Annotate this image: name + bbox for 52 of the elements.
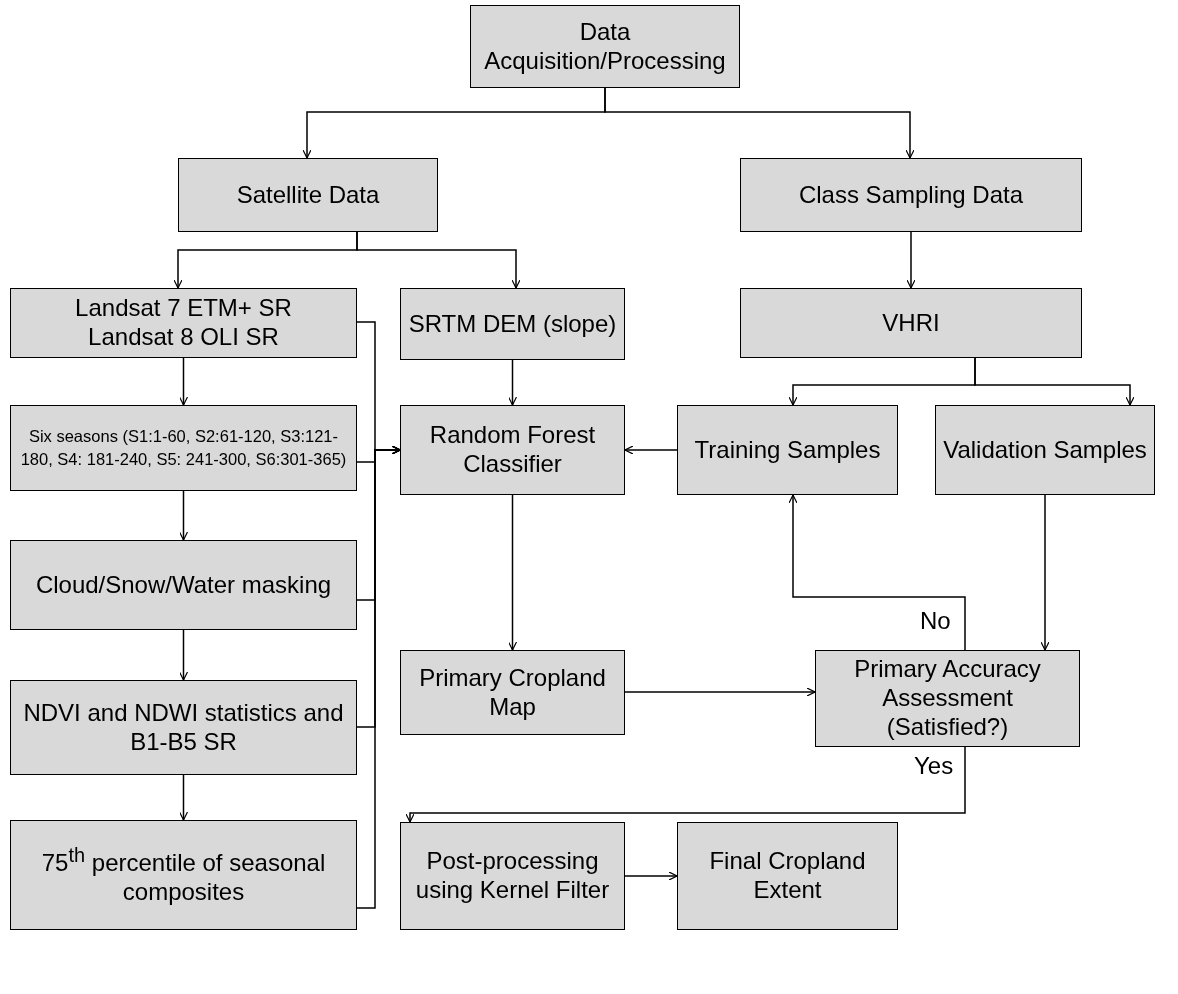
arrow (405, 746, 966, 823)
box-text: Primary Accuracy Assessment (Satisfied?) (853, 655, 1042, 742)
box-text: Landsat 8 OLI SR (88, 323, 279, 352)
box-text: Final Cropland Extent (708, 847, 867, 905)
arrow (604, 87, 915, 159)
process-box (935, 405, 1155, 495)
process-box (677, 822, 898, 930)
process-box (400, 288, 625, 360)
arrow (178, 357, 189, 406)
box-text: Random Forest Classifier (428, 421, 597, 479)
box-text: VHRI (882, 308, 940, 338)
process-box (470, 5, 740, 88)
process-box (677, 405, 898, 495)
arrow (178, 629, 189, 681)
process-box (10, 680, 357, 775)
process-box (10, 820, 357, 930)
box-text: SRTM DEM (slope) (408, 309, 617, 339)
arrow (974, 357, 1135, 406)
process-box (10, 405, 357, 491)
process-box (740, 158, 1082, 232)
box-text: Class Sampling Data (798, 180, 1024, 210)
box-text: 75$^{th}$ percentile of seasonal composites (40, 843, 327, 907)
arrow (507, 359, 518, 406)
box-text: Validation Samples (943, 435, 1147, 465)
arrow (1040, 494, 1050, 651)
arrow (356, 445, 401, 909)
process-box (178, 158, 438, 232)
box-text: Cloud/Snow/Water masking (35, 570, 332, 600)
process-box (400, 650, 625, 735)
arrow (178, 490, 189, 541)
arrow (788, 494, 966, 651)
box-text: Satellite Data (236, 180, 380, 210)
box-text: Data Acquisition/Processing (483, 17, 727, 76)
process-box (10, 540, 357, 630)
process-box (815, 650, 1080, 747)
arrow (356, 231, 521, 289)
arrow (507, 494, 518, 651)
process-box (10, 288, 357, 358)
process-box (400, 405, 625, 495)
process-box (400, 822, 625, 930)
arrow (178, 774, 189, 821)
box-text: Six seasons (S1:1-60, S2:61-120, S3:121-180, S4: 181-240, S5: 241-300, S6:301-365) (19, 425, 348, 470)
arrow (624, 687, 816, 697)
box-text: Primary Cropland Map (418, 663, 607, 722)
arrow (624, 445, 678, 455)
arrow (906, 231, 916, 289)
arrow (624, 871, 678, 881)
process-box (740, 288, 1082, 358)
box-text: NDVI and NDWI statistics and B1-B5 SR (22, 698, 345, 757)
box-text: Landsat 7 ETM+ SR (75, 294, 292, 323)
box-text: Post-processing using Kernel Filter (414, 847, 611, 905)
box-text: Training Samples (694, 435, 881, 465)
